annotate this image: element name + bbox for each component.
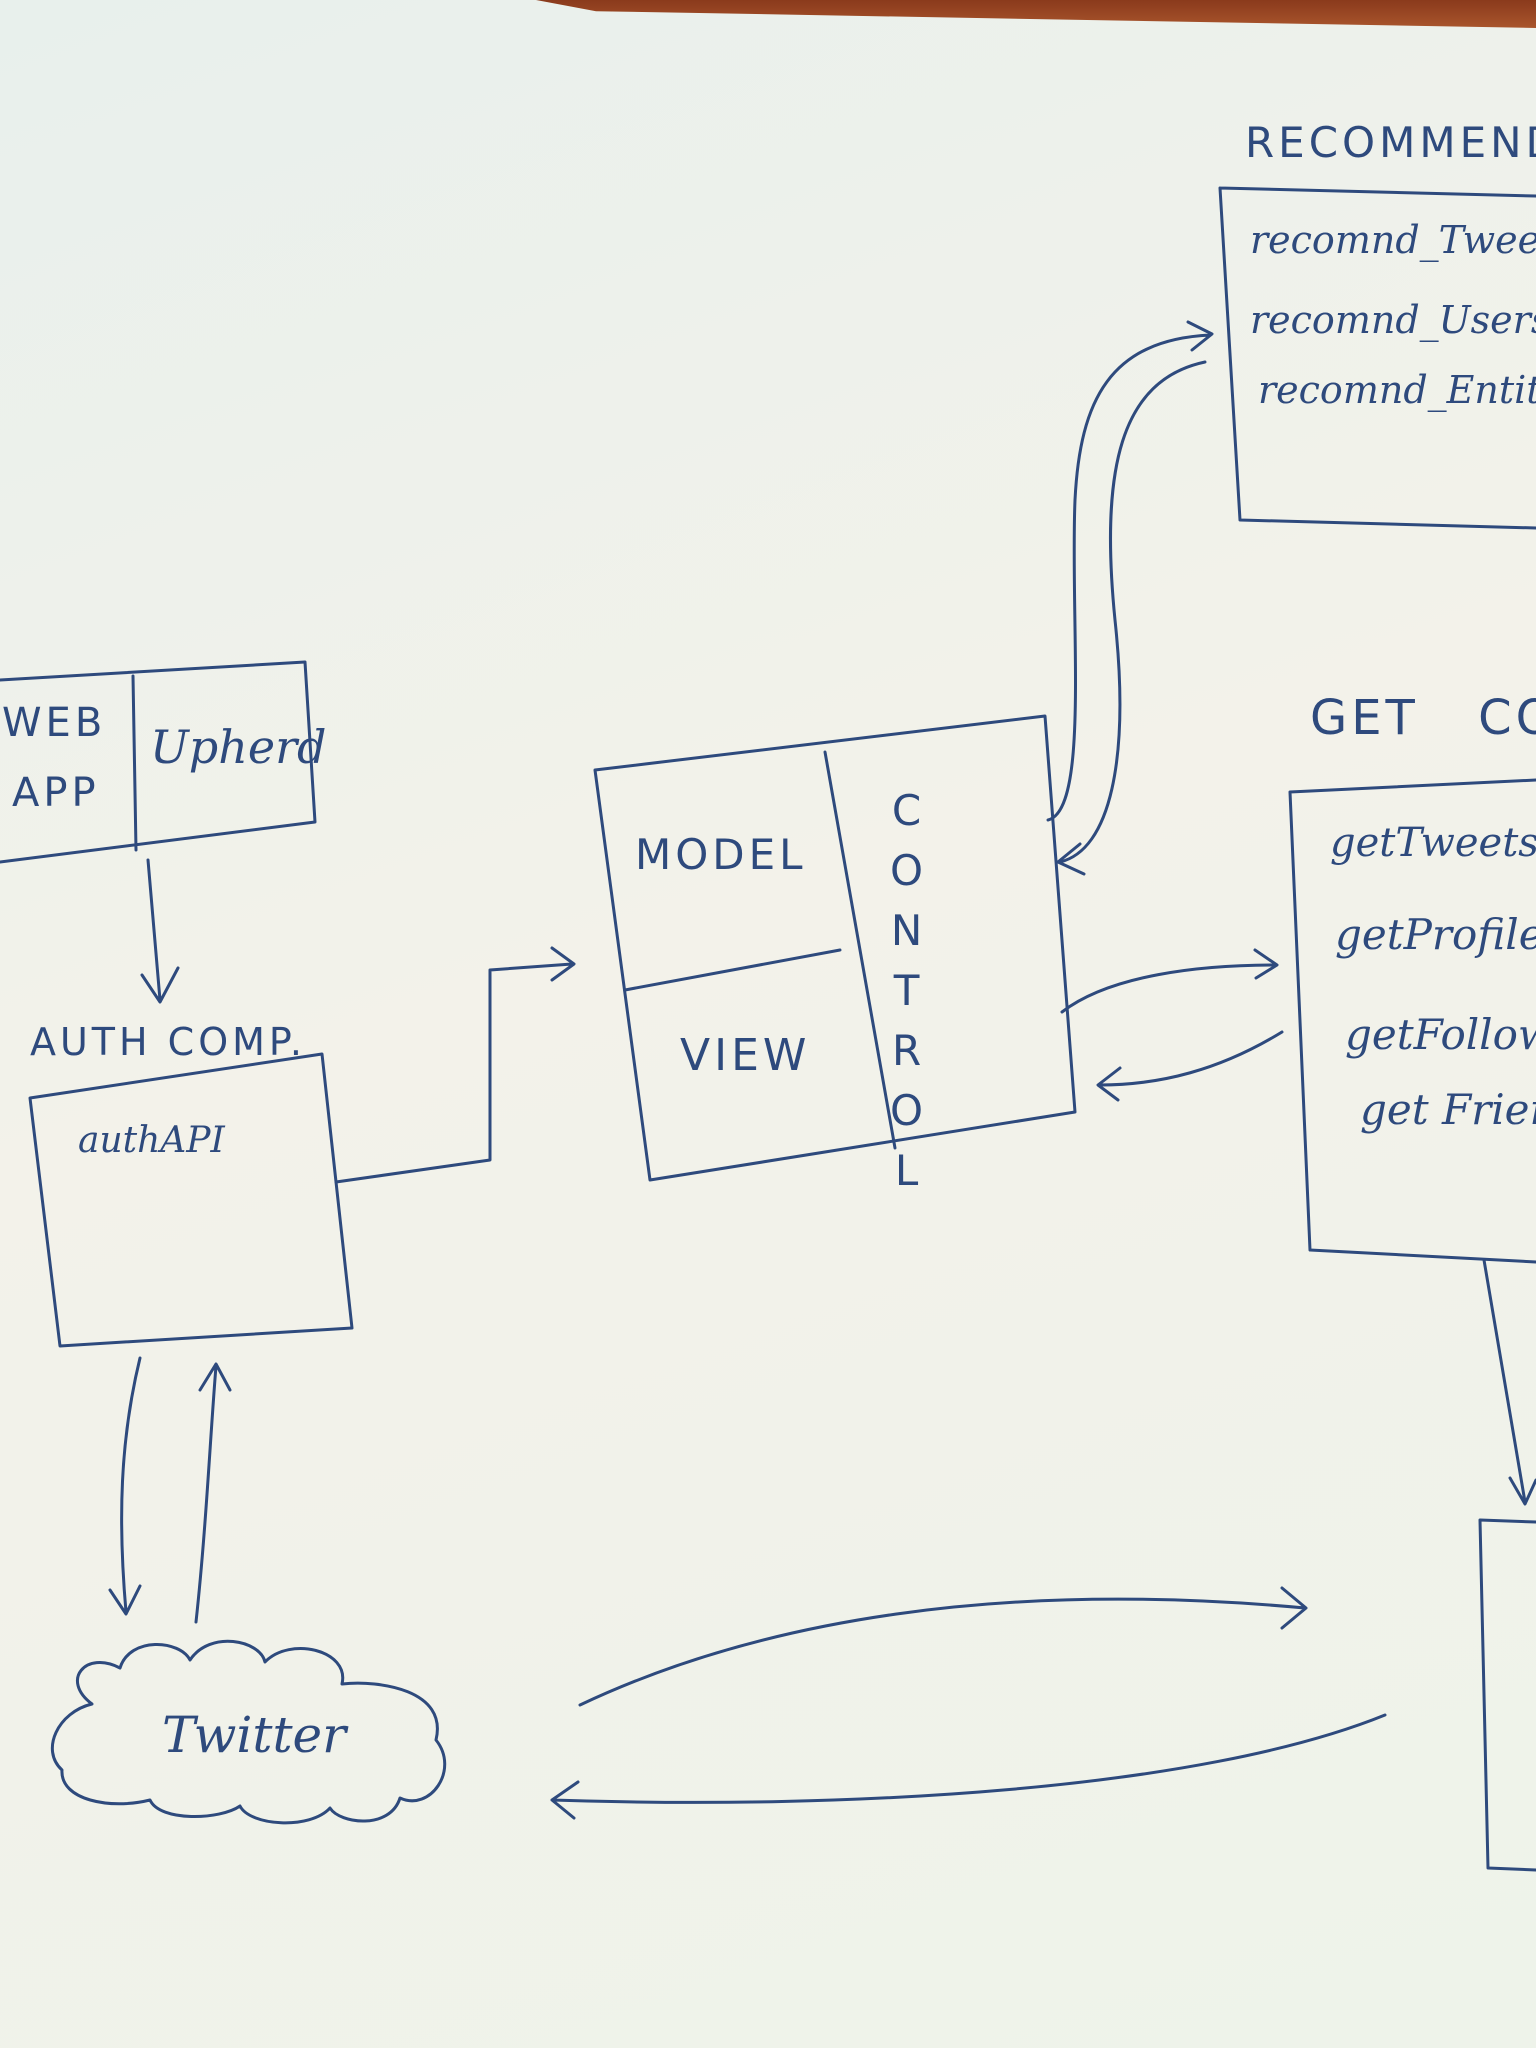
get-title: GET COM xyxy=(1310,690,1536,746)
web-app-label-upherd: Upherd xyxy=(150,720,327,774)
recommend-box xyxy=(1218,186,1536,530)
mvc-control-label: C O N T R O L xyxy=(890,790,923,1192)
recommend-method-entity: recomnd_Entity xyxy=(1258,368,1536,412)
arrow-recommend-to-mvc xyxy=(1056,360,1207,876)
control-letter: L xyxy=(894,1146,919,1195)
mvc-view-label: VIEW xyxy=(680,1030,811,1081)
mvc-model-label: MODEL xyxy=(635,830,807,879)
mvc-box xyxy=(593,714,1077,1182)
control-letter: N xyxy=(890,906,923,955)
arrow-twitter-to-auth xyxy=(194,1362,232,1624)
arrow-mvc-to-get xyxy=(1060,948,1279,1014)
arrow-mvc-to-recommend xyxy=(1046,320,1214,822)
get-method-friends: get Friend xyxy=(1360,1085,1536,1134)
twitter-label: Twitter xyxy=(162,1706,347,1764)
get-method-tweets: getTweets xyxy=(1330,820,1536,866)
twitter-cloud xyxy=(50,1639,447,1825)
mvc-model-view-divider xyxy=(623,948,842,992)
get-box xyxy=(1288,778,1536,1264)
auth-box xyxy=(28,1052,354,1348)
control-letter: O xyxy=(890,1086,924,1135)
arrow-auth-to-mvc xyxy=(334,946,576,1184)
recommend-method-tweets: recomnd_Tweets xyxy=(1250,218,1536,262)
auth-method: authAPI xyxy=(78,1120,225,1161)
auth-title: AUTH COMP. xyxy=(30,1020,306,1064)
mvc-control-divider xyxy=(823,750,897,1150)
get-method-followers: getFollowe xyxy=(1345,1010,1536,1059)
arrow-twitter-to-bottom xyxy=(578,1586,1308,1707)
recommend-title: RECOMMEND xyxy=(1245,118,1536,167)
web-app-label-web: WEB xyxy=(2,700,107,746)
arrow-bottom-to-twitter xyxy=(550,1713,1387,1820)
arrow-get-to-mvc xyxy=(1096,1030,1284,1102)
arrow-auth-to-twitter xyxy=(108,1356,142,1616)
control-letter: O xyxy=(890,846,924,895)
arrow-webapp-to-auth xyxy=(140,858,180,1004)
bottom-right-box xyxy=(1478,1518,1536,1872)
arrow-get-to-bottom xyxy=(1482,1258,1536,1506)
control-letter: R xyxy=(891,1026,922,1075)
control-letter: T xyxy=(893,966,920,1015)
web-app-box xyxy=(0,660,317,864)
get-method-profile: getProfile xyxy=(1335,910,1536,959)
recommend-method-users: recomnd_Users xyxy=(1250,298,1536,342)
web-app-label-app: APP xyxy=(12,770,100,816)
control-letter: C xyxy=(891,786,922,835)
